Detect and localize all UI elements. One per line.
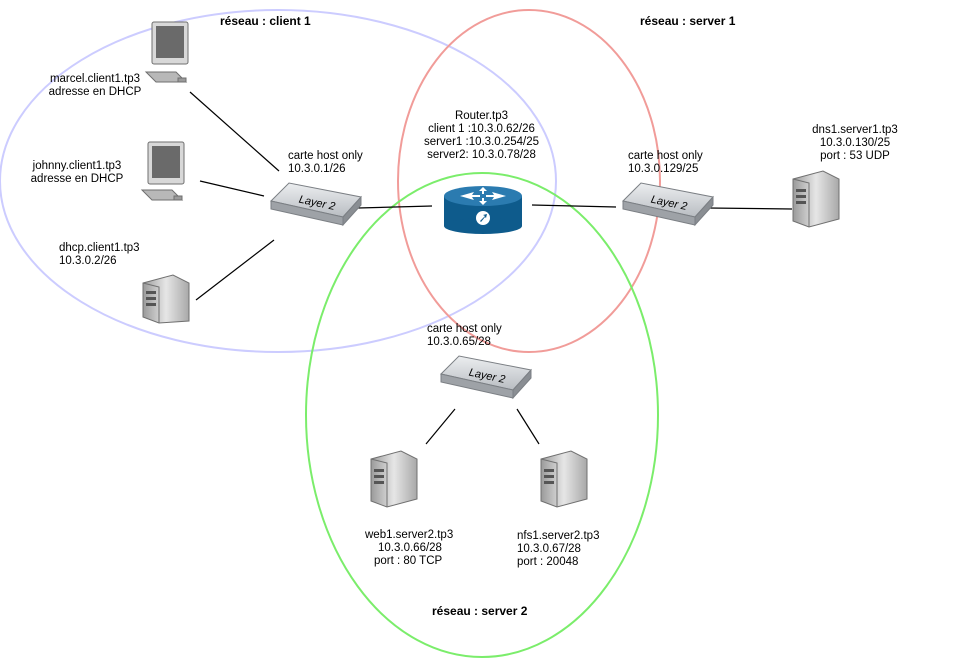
host-name: dns1.server1.tp3 — [812, 124, 898, 136]
router-ip-server1: server1 :10.3.0.254/25 — [423, 136, 540, 148]
router-icon — [444, 186, 522, 234]
host-address: 10.3.0.2/26 — [59, 255, 117, 267]
host-port: port : 80 TCP — [374, 555, 443, 567]
link-switch2-dns1 — [707, 207, 793, 210]
link-switch1-router — [357, 205, 433, 209]
host-address: 10.3.0.130/25 — [819, 137, 891, 149]
switch2-ip: 10.3.0.129/25 — [628, 163, 699, 175]
switch1-ip: 10.3.0.1/26 — [288, 163, 346, 175]
layer2-switch-icon: Layer 2 — [440, 355, 532, 400]
switch3-label: carte host only 10.3.0.65/28 — [427, 323, 502, 349]
switch3-line: carte host only — [427, 323, 502, 335]
link-switch3-nfs1 — [516, 408, 540, 445]
network-server2-ellipse — [305, 172, 659, 658]
tower-server-icon — [540, 450, 588, 508]
router-ip-client1: client 1 :10.3.0.62/26 — [428, 123, 535, 135]
tower-server-icon — [792, 170, 840, 228]
router-label: Router.tp3 client 1 :10.3.0.62/26 server… — [414, 110, 549, 162]
host-address: adresse en DHCP — [48, 86, 142, 98]
host-name: web1.server2.tp3 — [365, 529, 454, 541]
host-name: marcel.client1.tp3 — [49, 73, 141, 85]
link-marcel-switch1 — [189, 91, 280, 172]
host-address: 10.3.0.66/28 — [378, 542, 442, 554]
link-dhcp-switch1 — [195, 239, 275, 301]
desktop-computer-icon — [144, 21, 189, 83]
link-router-switch2 — [531, 204, 617, 208]
host-web1-label: web1.server2.tp3 10.3.0.66/28 port : 80 … — [365, 529, 453, 568]
host-name: nfs1.server2.tp3 — [517, 530, 600, 542]
router-name: Router.tp3 — [454, 110, 509, 122]
host-dhcp-label: dhcp.client1.tp3 10.3.0.2/26 — [59, 242, 140, 268]
host-name: johnny.client1.tp3 — [32, 160, 122, 172]
desktop-computer-icon — [140, 141, 185, 201]
switch2-line: carte host only — [628, 150, 703, 162]
network-client1-title: réseau : client 1 — [220, 14, 311, 28]
network-server2-title: réseau : server 2 — [432, 604, 528, 618]
router-ip-server2: server2: 10.3.0.78/28 — [427, 149, 536, 161]
host-dns1-label: dns1.server1.tp3 10.3.0.130/25 port : 53… — [800, 124, 910, 163]
switch2-label: carte host only 10.3.0.129/25 — [628, 150, 703, 176]
tower-server-icon — [142, 274, 190, 324]
host-address: 10.3.0.67/28 — [517, 543, 581, 555]
host-johnny-label: johnny.client1.tp3 adresse en DHCP — [22, 160, 132, 186]
links — [189, 91, 793, 445]
network-server1-ellipse — [397, 9, 661, 353]
host-port: port : 20048 — [517, 556, 579, 568]
network-client1-ellipse — [0, 9, 557, 353]
host-nfs1-label: nfs1.server2.tp3 10.3.0.67/28 port : 200… — [517, 530, 599, 569]
network-server1-title: réseau : server 1 — [640, 14, 736, 28]
host-name: dhcp.client1.tp3 — [59, 242, 140, 254]
switch1-line: carte host only — [288, 150, 363, 162]
link-switch3-web1 — [425, 408, 456, 445]
layer2-switch-icon: Layer 2 — [270, 182, 362, 227]
host-marcel-label: marcel.client1.tp3 adresse en DHCP — [40, 73, 150, 99]
switch3-ip: 10.3.0.65/28 — [427, 336, 491, 348]
switch1-label: carte host only 10.3.0.1/26 — [288, 150, 363, 176]
host-port: port : 53 UDP — [820, 150, 890, 162]
tower-server-icon — [370, 450, 418, 508]
host-address: adresse en DHCP — [30, 173, 124, 185]
link-johnny-switch1 — [199, 180, 265, 197]
layer2-switch-icon: Layer 2 — [622, 182, 714, 227]
